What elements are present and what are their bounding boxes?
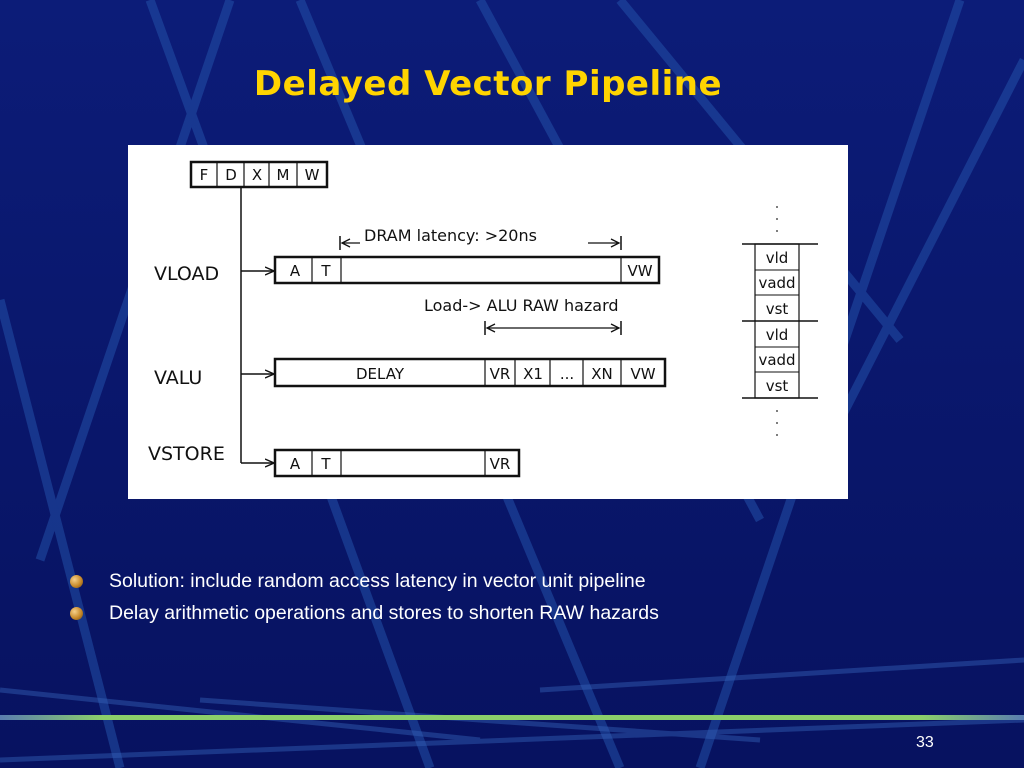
instr-vld-1: vld (766, 249, 789, 267)
ellipsis-dots-top (776, 206, 778, 232)
dispatch-connector (240, 187, 274, 463)
valu-stage-delay: DELAY (356, 365, 405, 383)
valu-stage-ellipsis: ... (560, 365, 574, 383)
instr-vld-2: vld (766, 326, 789, 344)
bullet-list: Solution: include random access latency … (68, 568, 659, 632)
raw-hazard-label: Load-> ALU RAW hazard (424, 296, 619, 315)
bullet-text: Delay arithmetic operations and stores t… (109, 602, 659, 624)
scalar-stage-d: D (225, 166, 237, 184)
vload-stage-t: T (320, 262, 331, 280)
footer-divider (0, 715, 1024, 720)
valu-stage-x1: X1 (523, 365, 543, 383)
raw-hazard-annotation: Load-> ALU RAW hazard (424, 296, 622, 335)
slide-title: Delayed Vector Pipeline (253, 64, 723, 104)
vstore-label: VSTORE (148, 443, 225, 465)
scalar-stage-f: F (200, 166, 209, 184)
vstore-stage-vr: VR (490, 455, 511, 473)
instr-vst-2: vst (766, 377, 789, 395)
dram-latency-annotation: DRAM latency: >20ns (339, 226, 622, 250)
valu-stage-xn: XN (591, 365, 613, 383)
vstore-stage-t: T (320, 455, 331, 473)
vload-stage-vw: VW (627, 262, 652, 280)
ellipsis-dots-bottom (776, 410, 778, 436)
scalar-stage-w: W (305, 166, 320, 184)
bullet-icon (70, 575, 83, 588)
vload-pipeline: A T VW (273, 255, 661, 285)
scalar-stage-m: M (277, 166, 290, 184)
vload-label: VLOAD (154, 263, 219, 285)
instr-vadd-1: vadd (758, 274, 795, 292)
dram-latency-label: DRAM latency: >20ns (364, 226, 537, 245)
pipeline-diagram: F D X M W VLOAD VALU VSTORE DRAM latency… (128, 145, 848, 499)
valu-stage-vr: VR (490, 365, 511, 383)
valu-stage-vw: VW (630, 365, 655, 383)
scalar-pipeline: F D X M W (189, 160, 329, 189)
bullet-item: Delay arithmetic operations and stores t… (68, 600, 659, 632)
vstore-pipeline: A T VR (273, 448, 521, 478)
bullet-item: Solution: include random access latency … (68, 568, 659, 600)
page-number: 33 (916, 734, 934, 751)
pipeline-diagram-svg: F D X M W VLOAD VALU VSTORE DRAM latency… (148, 160, 818, 478)
scalar-stage-x: X (252, 166, 262, 184)
bullet-icon (70, 607, 83, 620)
vload-stage-a: A (290, 262, 301, 280)
bullet-text: Solution: include random access latency … (109, 570, 646, 592)
instruction-stream: vld vadd vst vld vadd vst (742, 206, 818, 436)
vstore-stage-a: A (290, 455, 301, 473)
valu-label: VALU (154, 367, 202, 389)
instr-vadd-2: vadd (758, 351, 795, 369)
valu-pipeline: DELAY VR X1 ... XN VW (273, 357, 667, 388)
instr-vst-1: vst (766, 300, 789, 318)
